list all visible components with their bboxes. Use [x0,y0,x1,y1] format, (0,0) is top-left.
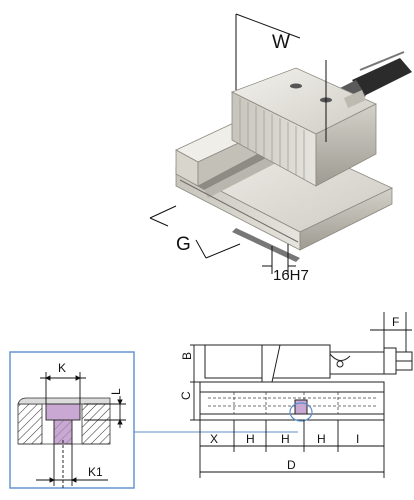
label-k: K [58,361,66,375]
label-i: I [356,432,359,446]
label-x: X [210,432,218,446]
dimension-l [84,396,126,428]
dimension-spacing [199,420,385,478]
label-l: L [109,388,123,395]
label-h-1: H [246,432,255,446]
vise-movable-jaw [231,67,377,187]
label-d: D [287,458,296,472]
vise-side-view: B C F X H H H I D [179,312,413,478]
table-section [17,397,111,445]
vise-3d-illustration: W G 16H7 [149,13,412,284]
label-g: G [176,234,191,255]
dimension-g [149,205,241,259]
dimension-w [235,13,327,142]
label-slot: 16H7 [273,267,309,284]
label-k1: K1 [88,465,103,479]
label-b: B [180,352,194,360]
dimension-slot [262,244,296,274]
label-h-3: H [317,432,326,446]
dimension-k1 [36,440,108,490]
label-c: C [179,391,193,400]
dimension-c [190,382,200,421]
slot-nut [45,403,81,445]
dimension-b [190,344,205,383]
dimension-f [370,312,412,352]
label-h-2: H [281,432,290,446]
label-f: F [392,315,399,329]
label-w: W [272,32,290,53]
dimension-k [40,372,86,404]
slot-detail-inset: K L K1 [9,351,135,490]
